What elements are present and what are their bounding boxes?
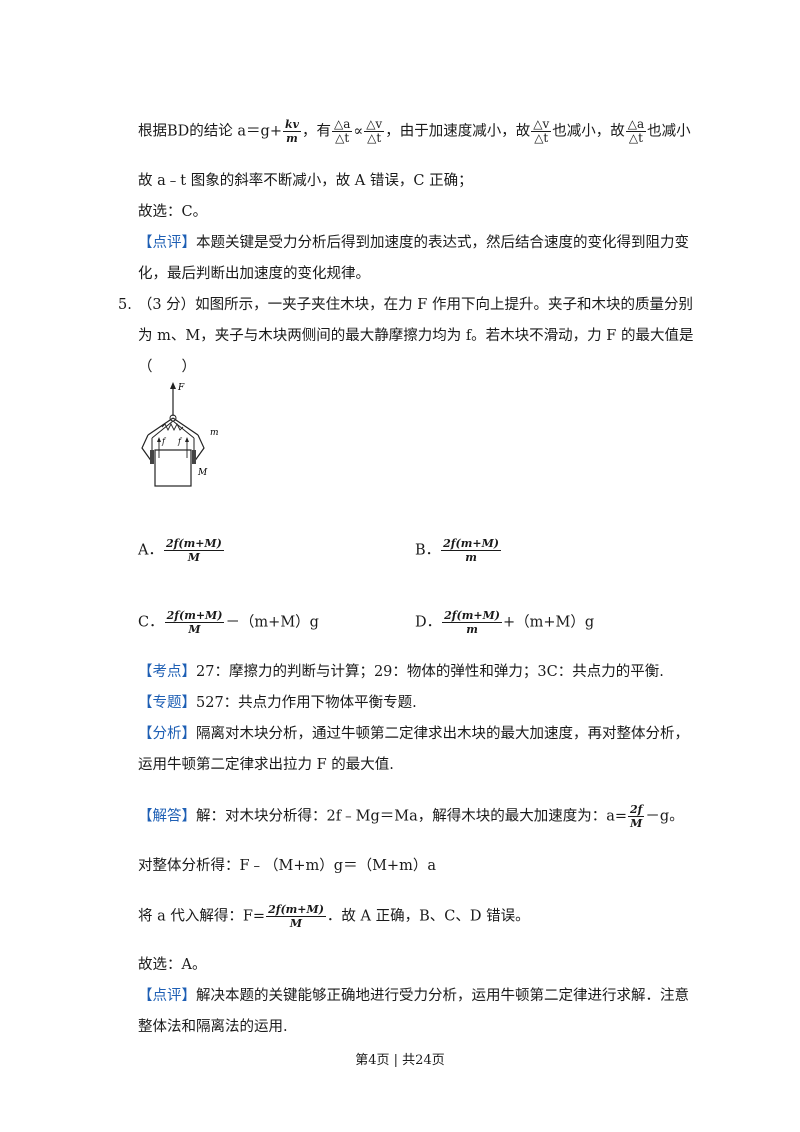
label-f-right: f [177,437,183,446]
option-B[interactable]: B．2f(m+M)m [415,537,502,564]
option-label: D． [415,614,442,631]
jieda-line-4: 故选：A。 [138,957,207,973]
text: （3 分）如图所示，一夹子夹住木块，在力 F 作用下向上提升。夹子和木块的质量分… [137,297,693,313]
text: 隔离对木块分析，通过牛顿第二定律求出木块的最大加速度，再对整体分析， [196,726,689,742]
text: ∝ [353,123,364,140]
option-frac: 2f(m+M)m [442,609,502,636]
zhuanti-tag: 【专题】 [138,695,196,711]
text: ，由于加速度减小，故 [385,123,531,140]
frac-den: M [187,551,200,564]
frac-den: △t [367,131,382,145]
kaodian-tag: 【考点】 [138,664,196,680]
prev-review-2: 化，最后判断出加速度的变化规律。 [138,266,370,282]
frac-num: △a [331,117,353,132]
frac-den: m [466,623,478,636]
frac-dv-dt: △v△t [364,117,385,145]
frac-den: M [188,623,201,636]
review-tag: 【点评】 [138,235,196,251]
frac-den: △t [335,131,350,145]
text: 527：共点力作用下物体平衡专题. [196,695,417,711]
prev-line-3: 故选：C。 [138,204,208,220]
frac-num: 2f(m+M) [163,537,224,551]
dianping-line-1: 【点评】解决本题的关键能够正确地进行受力分析，运用牛顿第二定律进行求解．注意 [138,986,689,1006]
text: 本题关键是受力分析后得到加速度的表达式，然后结合速度的变化得到阻力变 [196,235,689,251]
option-label: B． [415,542,441,559]
text: 根据BD的结论 a＝g+ [138,123,282,140]
text: 解决本题的关键能够正确地进行受力分析，运用牛顿第二定律进行求解．注意 [196,988,689,1004]
jieda-line-2: 对整体分析得：F﹣（M+m）g＝（M+m）a [138,858,436,874]
text: 27：摩擦力的判断与计算；29：物体的弹性和弹力；3C：共点力的平衡. [196,664,664,680]
frac-den: m [286,132,298,145]
prev-line-2: 故 a﹣t 图象的斜率不断减小，故 A 错误，C 正确； [138,173,473,189]
dianping-line-2: 整体法和隔离法的运用. [138,1019,288,1035]
option-A[interactable]: A．2f(m+M)M [138,537,225,564]
frac-num: 2f(m+M) [442,609,502,623]
fenxi-tag: 【分析】 [138,726,196,742]
text: －g。 [645,808,684,825]
text: ．故 A 正确，B、C、D 错误。 [326,908,530,925]
label-f-left: f [161,437,167,446]
label-m: m [210,428,219,438]
label-F: F [177,383,185,393]
option-frac: 2f(m+M)M [164,609,225,636]
label-M: M [197,468,208,478]
question-line-2: 为 m、M，夹子与木块两侧间的最大静摩擦力均为 f。若木块不滑动，力 F 的最大… [138,328,694,344]
text: 也减小 [647,123,691,140]
option-D[interactable]: D．2f(m+M)m+（m+M）g [415,609,594,636]
frac-den: m [465,551,477,564]
dianping-tag: 【点评】 [138,988,196,1004]
fenxi-line-1: 【分析】隔离对木块分析，通过牛顿第二定律求出木块的最大加速度，再对整体分析， [138,724,689,744]
frac-den: M [630,817,643,830]
frac-num: kv [282,118,301,132]
option-tail: +（m+M）g [502,614,595,631]
frac-da-dt-2: △a△t [625,117,647,145]
text: 将 a 代入解得：F= [138,908,266,925]
text: ，有 [301,123,331,140]
frac-num: 2f(m+M) [441,537,501,551]
jieda-tag: 【解答】 [138,808,196,825]
frac-dv-dt-2: △v△t [531,117,552,145]
option-frac: 2f(m+M)M [163,537,224,564]
option-C[interactable]: C．2f(m+M)M－（m+M）g [138,609,319,636]
option-frac: 2f(m+M)m [441,537,501,564]
question-number: 5. [118,297,132,313]
frac-num: 2f(m+M) [266,903,326,917]
frac-F-result: 2f(m+M)M [266,903,326,930]
page-footer: 第4页 | 共24页 [355,1053,445,1068]
text: 解：对木块分析得：2f﹣Mg＝Ma，解得木块的最大加速度为：a= [196,808,628,825]
text: 也减小，故 [552,123,625,140]
frac-den: △t [628,131,643,145]
frac-num: 2f(m+M) [164,609,225,623]
question-line-3: （ ） [138,359,196,375]
question-line-1: 5. （3 分）如图所示，一夹子夹住木块，在力 F 作用下向上提升。夹子和木块的质… [118,295,693,315]
frac-num: △v [364,117,385,132]
frac-da-dt: △a△t [331,117,353,145]
kaodian-line: 【考点】27：摩擦力的判断与计算；29：物体的弹性和弹力；3C：共点力的平衡. [138,662,664,682]
frac-den: M [289,917,303,930]
option-label: A． [138,542,163,559]
jieda-line-3: 将 a 代入解得：F=2f(m+M)M．故 A 正确，B、C、D 错误。 [138,903,530,930]
frac-num: △a [625,117,647,132]
frac-num: △v [531,117,552,132]
frac-num: 2f [628,803,645,817]
option-tail: －（m+M）g [225,614,319,631]
zhuanti-line: 【专题】527：共点力作用下物体平衡专题. [138,693,417,713]
prev-review-1: 【点评】本题关键是受力分析后得到加速度的表达式，然后结合速度的变化得到阻力变 [138,233,689,253]
frac-den: △t [534,131,549,145]
option-label: C． [138,614,164,631]
clamp-figure: F f f m M [141,382,219,487]
fenxi-line-2: 运用牛顿第二定律求出拉力 F 的最大值. [138,757,394,773]
